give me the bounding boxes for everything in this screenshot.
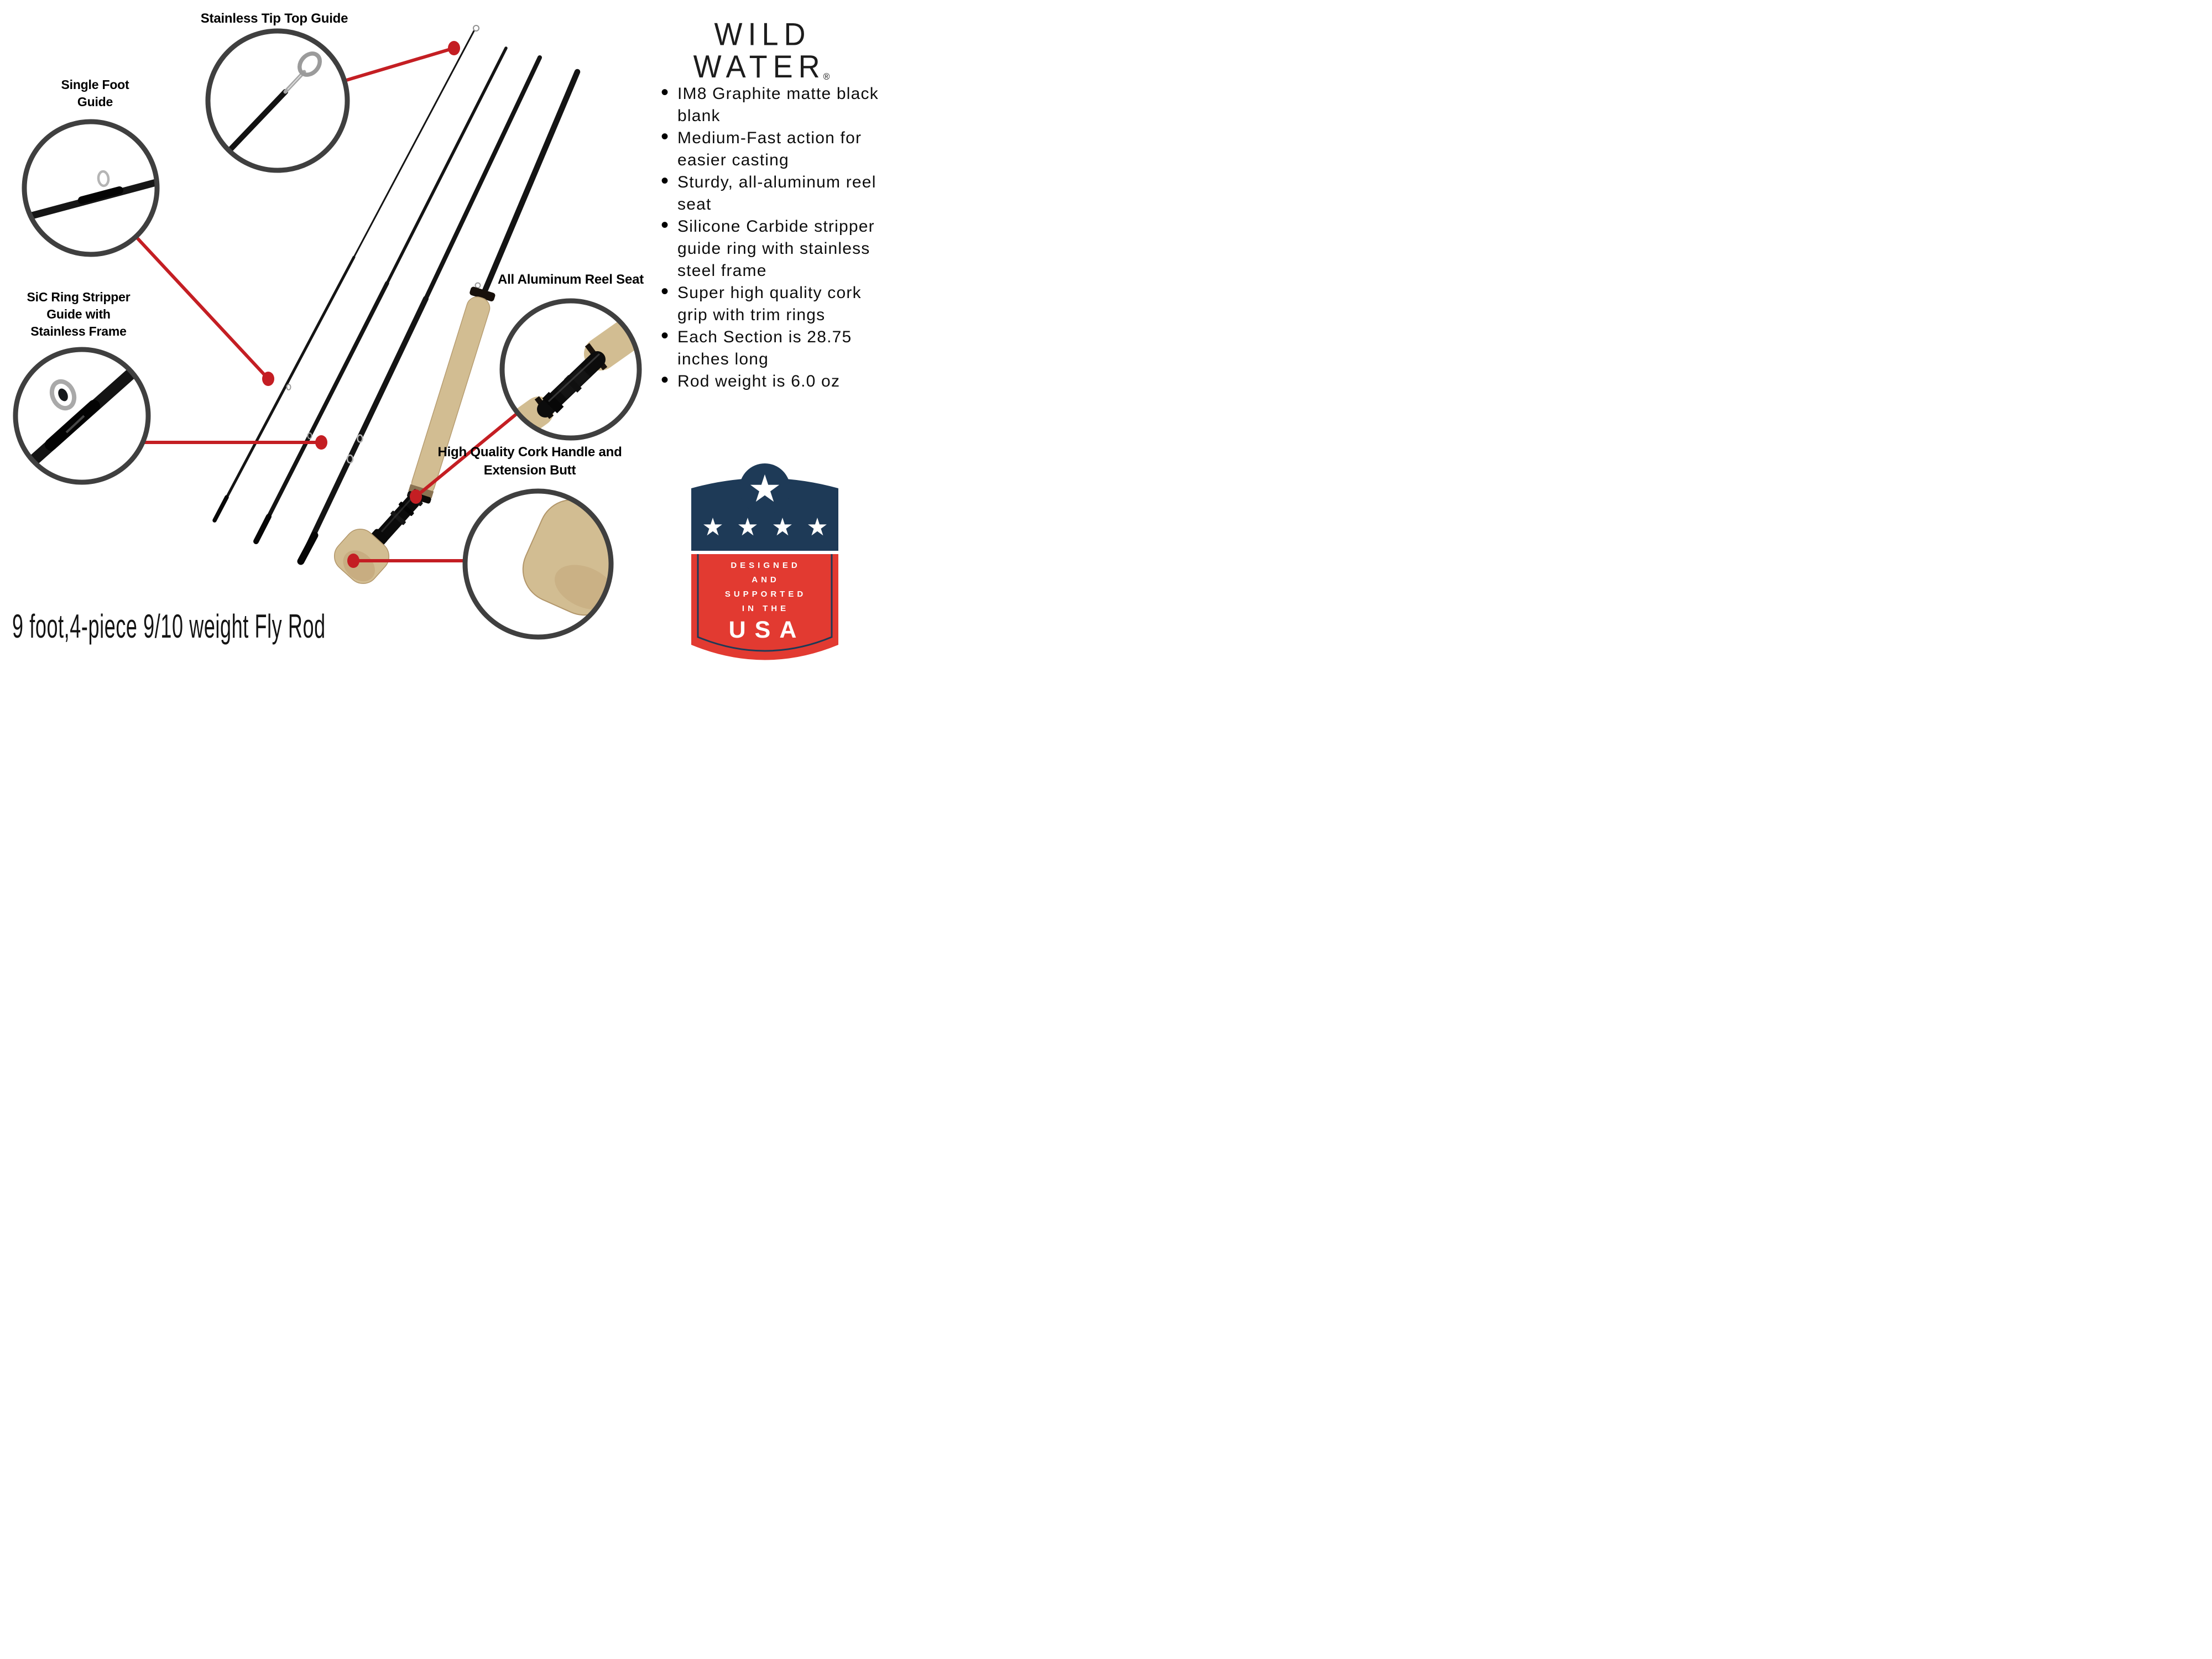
callout-circle-sic (13, 347, 151, 485)
registered-trademark-icon: ® (823, 72, 830, 82)
badge-line: AND (752, 575, 780, 585)
rod-third-section (297, 55, 542, 565)
product-caption: 9 foot,4-piece 9/10 weight Fly Rod (12, 608, 326, 645)
label-single-foot-guide: Single Foot Guide (29, 76, 161, 111)
star-icon: ★ (806, 513, 828, 541)
star-icon: ★ (702, 513, 723, 541)
logo-wordmark: WATER (693, 49, 826, 85)
callout-dot-sic (315, 435, 327, 450)
callout-circle-cork-butt (462, 488, 614, 640)
feature-item: Medium-Fast action for easier casting (661, 126, 879, 171)
badge-red-panel (691, 554, 838, 660)
badge-navy-band (691, 478, 838, 551)
badge-usa-text: USA (728, 617, 806, 643)
callout-dot-single-foot (262, 372, 274, 386)
badge-inner-border (697, 554, 833, 652)
label-text: Extension Butt (483, 463, 576, 478)
label-text: Single Foot (61, 77, 129, 92)
callout-dot-cork-butt (347, 554, 359, 568)
wild-water-logo: WILD WATER® (674, 17, 852, 91)
logo-line-1: WILD (714, 17, 811, 53)
rod-tip-section (212, 25, 479, 523)
callout-dot-tip-top (448, 41, 460, 55)
magnified-single-foot-ring-icon (97, 170, 110, 187)
star-icon: ★ (771, 513, 793, 541)
label-text: Guide (77, 95, 113, 109)
callout-circle-reel-seat (499, 298, 642, 441)
feature-item: IM8 Graphite matte black blank (661, 81, 879, 127)
usa-badge: ★ ★ ★ ★ ★ (691, 463, 838, 660)
feature-list: IM8 Graphite matte black blankMedium-Fas… (655, 81, 879, 393)
label-text: All Aluminum Reel Seat (497, 272, 644, 287)
badge-text-block: DESIGNED AND SUPPORTED IN THE USA (696, 559, 834, 643)
badge-line: IN THE (742, 604, 790, 613)
logo-line-2: WATER® (674, 51, 852, 91)
feature-item: Super high quality cork grip with trim r… (661, 280, 879, 326)
callout-circle-single-foot (22, 119, 160, 257)
label-sic-stripper-guide: SiC Ring Stripper Guide with Stainless F… (1, 289, 156, 340)
badge-line: DESIGNED (731, 561, 801, 570)
callout-dot-reel-seat (410, 489, 422, 504)
feature-item: Rod weight is 6.0 oz (661, 369, 879, 393)
label-text: Stainless Tip Top Guide (200, 11, 348, 26)
feature-items: IM8 Graphite matte black blankMedium-Fas… (655, 81, 879, 393)
callout-circle-tip-top (205, 28, 350, 173)
single-foot-guide-icon (357, 434, 363, 443)
label-tip-top-guide: Stainless Tip Top Guide (180, 11, 368, 27)
callout-dots (262, 41, 460, 568)
rod-diagram-graphics: ★ ★ ★ ★ ★ (13, 25, 838, 660)
infographic-canvas: ★ ★ ★ ★ ★ Stainless Tip Top Guide Single… (0, 0, 885, 664)
feature-item: Each Section is 28.75 inches long (661, 325, 879, 371)
magnified-sic-ring-icon (49, 379, 77, 411)
rod-second-section (253, 46, 508, 544)
label-text: Guide with (46, 307, 111, 321)
label-reel-seat: All Aluminum Reel Seat (476, 272, 666, 288)
star-icon: ★ (737, 513, 758, 541)
badge-line: SUPPORTED (724, 589, 807, 599)
feature-item: Sturdy, all-aluminum reel seat (661, 170, 879, 216)
label-text: SiC Ring Stripper (27, 290, 131, 304)
star-icon: ★ (748, 467, 782, 511)
label-cork-handle: High Quality Cork Handle and Extension B… (429, 443, 631, 479)
hook-keeper-icon (474, 282, 481, 289)
label-text: High Quality Cork Handle and (437, 445, 622, 460)
tip-top-guide-icon (473, 25, 479, 32)
feature-item: Silicone Carbide stripper guide ring wit… (661, 214, 879, 282)
label-text: Stainless Frame (30, 324, 127, 338)
magnified-tip-top-ring-icon (298, 51, 322, 77)
